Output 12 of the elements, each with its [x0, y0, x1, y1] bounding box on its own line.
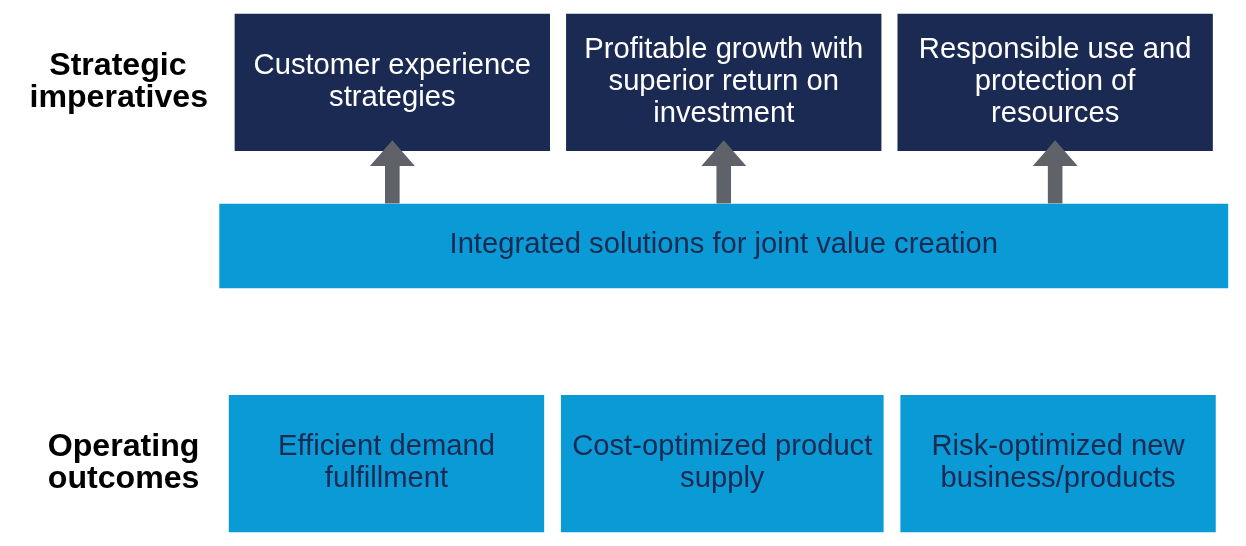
- node-box: Customer experience strategies: [234, 13, 550, 152]
- node-box: Risk-optimized new business/products: [900, 394, 1216, 533]
- arrow: [701, 140, 747, 204]
- node-box: Efficient demand fulfillment: [228, 394, 545, 533]
- arrow: [1032, 140, 1078, 204]
- node-box: Profitable growth with superior return on investment: [566, 13, 882, 152]
- label: Strategic imperatives: [29, 45, 208, 114]
- label: Operating outcomes: [47, 426, 200, 495]
- node-box: Integrated solutions for joint value creation: [219, 203, 1229, 289]
- node-box: Cost-optimized product supply: [560, 394, 884, 533]
- node-box: Responsible use and protection of resources: [897, 13, 1213, 152]
- arrow: [369, 140, 415, 204]
